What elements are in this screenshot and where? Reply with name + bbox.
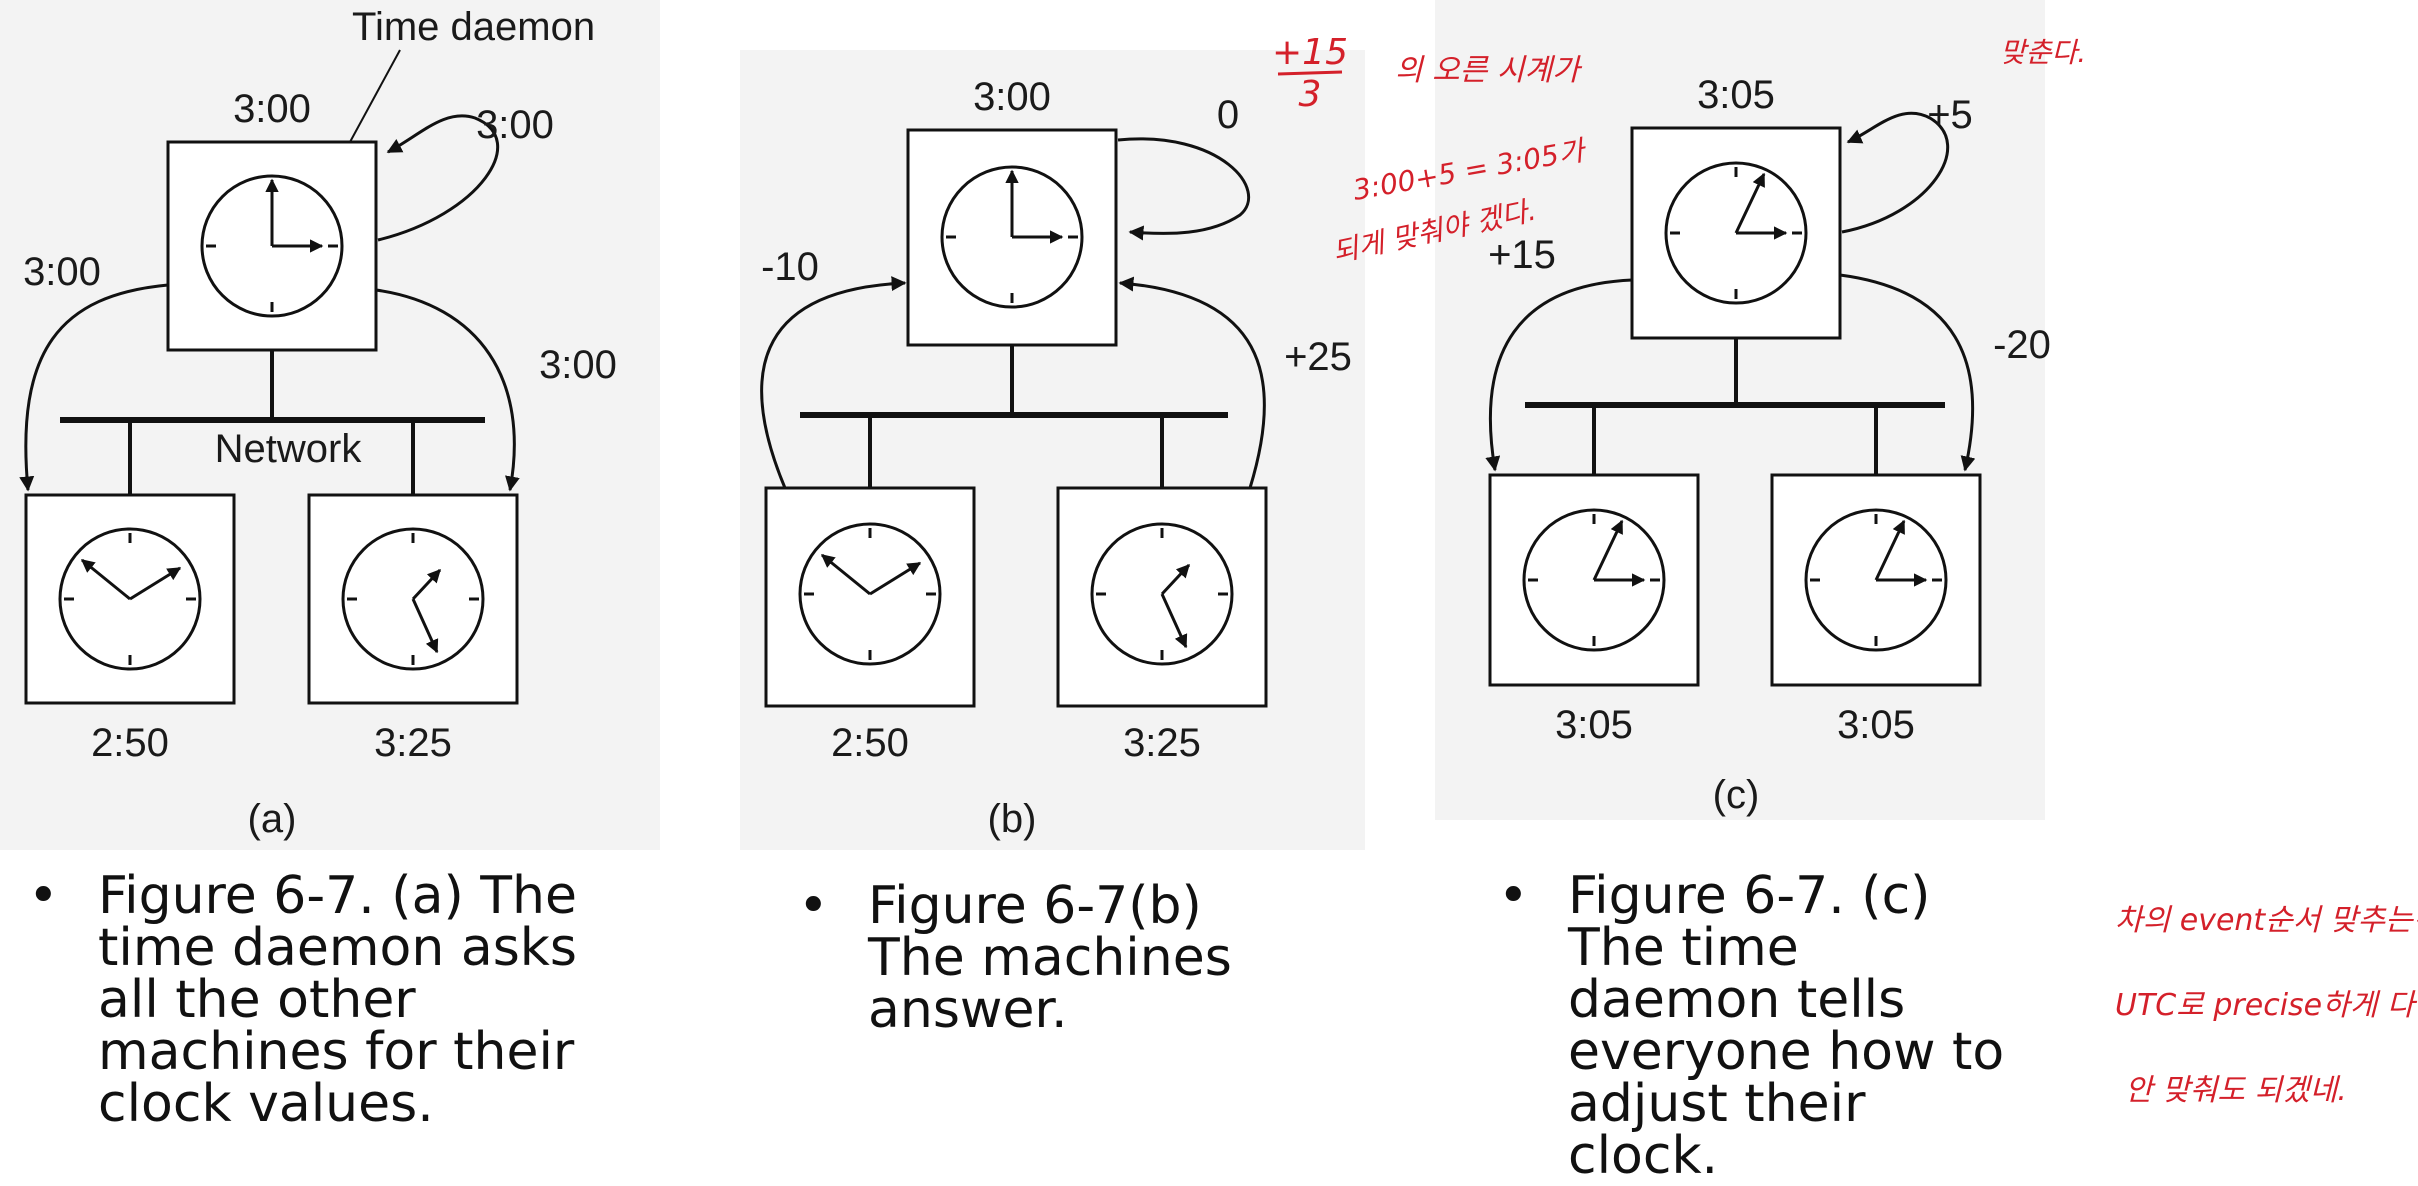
right-machine-time: 3:25 — [1123, 721, 1201, 765]
right-message: -20 — [1993, 323, 2051, 367]
daemon-time: 3:05 — [1697, 73, 1775, 117]
annotation-note-2: 3:00+5 = 3:05가 — [1350, 133, 1589, 207]
left-machine-time: 2:50 — [91, 721, 169, 765]
annotation-side-2: UTC로 precise하게 다 — [2115, 988, 2418, 1023]
daemon-clock-icon — [200, 174, 344, 318]
daemon-time: 3:00 — [233, 87, 311, 131]
daemon-clock-icon — [1664, 161, 1808, 305]
network-label: Network — [215, 427, 363, 471]
bullet: • — [798, 876, 829, 936]
self-message: +5 — [1927, 93, 1973, 137]
sublabel-b: (b) — [988, 797, 1037, 841]
left-machine-time: 2:50 — [831, 721, 909, 765]
left-machine-time: 3:05 — [1555, 703, 1633, 747]
left-message: +15 — [1488, 233, 1556, 277]
diagram-c: 3:05 +5 +15 -20 3:05 3:05 (c) — [1485, 73, 2051, 817]
caption-c: • Figure 6-7. (c) The time daemon tells … — [1498, 866, 2028, 1186]
daemon-time: 3:00 — [973, 75, 1051, 119]
right-clock-icon — [1804, 508, 1948, 652]
caption-a-text: Figure 6-7. (a) The time daemon asks all… — [98, 866, 577, 1134]
annotation-note-top: 맞춘다. — [2000, 36, 2086, 69]
annotation-fraction-denominator: 3 — [1299, 74, 1322, 115]
sublabel-c: (c) — [1713, 773, 1760, 817]
annotation-note-1: 의 오른 시계가 — [1395, 53, 1583, 88]
right-message: +25 — [1284, 335, 1352, 379]
diagram-b: 3:00 0 -10 +25 2:50 3:25 (b) — [760, 75, 1352, 841]
left-clock-icon — [58, 527, 202, 671]
sublabel-a: (a) — [248, 797, 297, 841]
caption-b-text: Figure 6-7(b) The machines answer. — [868, 876, 1232, 1040]
caption-b: • Figure 6-7(b) The machines answer. — [798, 876, 1348, 1040]
left-clock-icon — [1522, 508, 1666, 652]
right-clock-icon — [1090, 522, 1234, 666]
left-message: 3:00 — [23, 250, 101, 294]
left-clock-icon — [798, 522, 942, 666]
caption-a: • Figure 6-7. (a) The time daemon asks a… — [28, 866, 618, 1134]
right-machine-time: 3:05 — [1837, 703, 1915, 747]
bullet: • — [1498, 866, 1529, 926]
daemon-clock-icon — [940, 165, 1084, 309]
right-message: 3:00 — [539, 343, 617, 387]
annotation-fraction-numerator: +15 — [1272, 32, 1348, 73]
left-message: -10 — [761, 245, 819, 289]
annotation-side-1: 차의 event순서 맞추는건가 — [2115, 903, 2418, 938]
right-machine-time: 3:25 — [374, 721, 452, 765]
self-message: 3:00 — [476, 103, 554, 147]
time-daemon-label: Time daemon — [352, 5, 595, 49]
self-message: 0 — [1217, 93, 1239, 137]
caption-c-text: Figure 6-7. (c) The time daemon tells ev… — [1568, 866, 2005, 1186]
right-clock-icon — [341, 527, 485, 671]
berkeley-algorithm-diagrams: Time daemon 3:00 3:00 Network 3:00 3:00 … — [19, 5, 2418, 1108]
diagram-a: Time daemon 3:00 3:00 Network 3:00 3:00 … — [19, 5, 617, 841]
annotation-side-3: 안 맞춰도 되겠네. — [2125, 1073, 2347, 1108]
bullet: • — [28, 866, 59, 926]
